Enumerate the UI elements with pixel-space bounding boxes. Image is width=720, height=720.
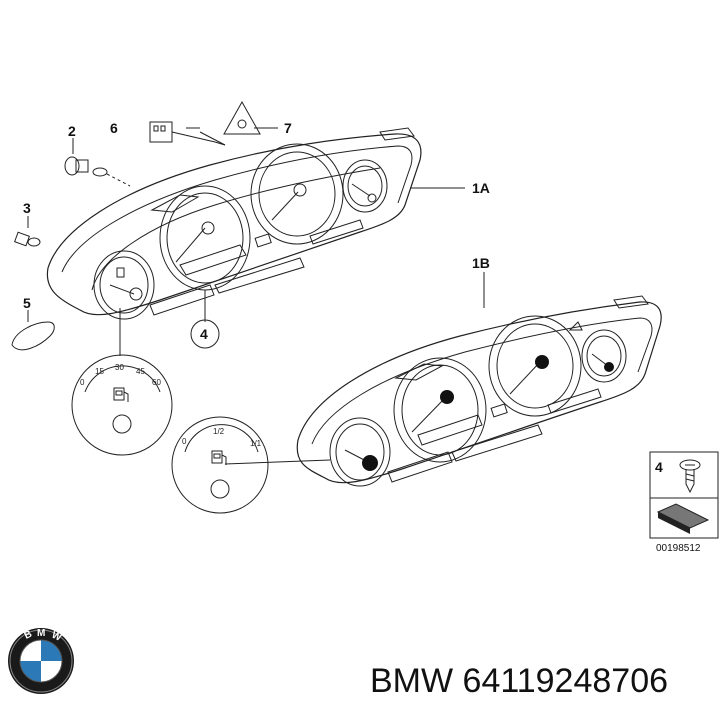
bulb-socket-part-2: [64, 156, 131, 187]
temp-tick-60: 60: [152, 378, 161, 387]
lens-part-5: [11, 321, 55, 351]
bmw-logo-icon: B M W: [8, 628, 74, 694]
instrument-cluster-1b: [296, 295, 662, 487]
svg-text:B: B: [23, 629, 34, 642]
callout-3: 3: [23, 200, 31, 216]
svg-text:M: M: [37, 628, 45, 639]
temp-tick-30: 30: [115, 363, 124, 372]
screw-icon: [679, 459, 701, 494]
part-number-caption: BMW 64119248706: [370, 662, 669, 700]
connector-part-6: [149, 121, 216, 143]
callout-1a: 1A: [472, 180, 490, 196]
drawing-code: 00198512: [656, 543, 701, 554]
warning-triangle-icon: [199, 100, 261, 146]
fuel-tick-half: 1/2: [213, 427, 225, 436]
fuel-tick-0: 0: [182, 437, 187, 446]
instrument-cluster-1a: [46, 127, 422, 320]
fuel-tick-full: 1/1: [250, 439, 262, 448]
temp-tick-15: 15: [95, 367, 104, 376]
callout-4: 4: [200, 326, 208, 342]
callout-1b: 1B: [472, 255, 490, 271]
callout-6: 6: [110, 120, 118, 136]
legend-callout-4: 4: [655, 459, 663, 475]
callout-2: 2: [68, 123, 76, 139]
bulb-part-3: [14, 231, 41, 247]
callout-7: 7: [284, 120, 292, 136]
callout-5: 5: [23, 295, 31, 311]
fuel-pump-icon: [211, 450, 227, 465]
temp-tick-0: 0: [80, 378, 85, 387]
temperature-dial-detail: 0 15 30 45 60: [71, 354, 173, 456]
temp-tick-45: 45: [136, 367, 145, 376]
fuel-pump-icon: [113, 387, 129, 402]
screw-legend-box: 4 00198512: [649, 451, 719, 554]
fuel-dial-detail: 0 1/2 1/1: [171, 416, 269, 514]
